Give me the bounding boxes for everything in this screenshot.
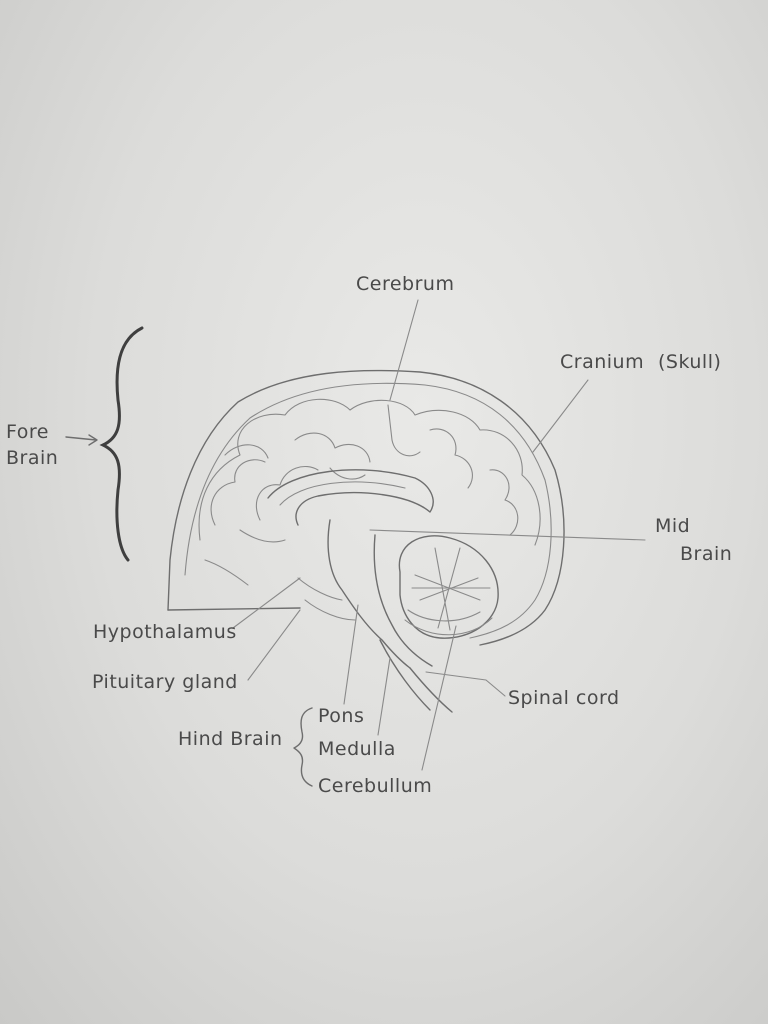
spinal-cord xyxy=(379,639,453,713)
label-cranium: Cranium xyxy=(560,351,644,373)
label-fore: Fore xyxy=(6,421,49,443)
corpus-callosum xyxy=(267,469,434,526)
label-mid: Mid xyxy=(655,515,690,537)
fore-brain-brace xyxy=(99,326,144,562)
label-cerebrum: Cerebrum xyxy=(356,273,454,295)
label-skull: (Skull) xyxy=(658,351,721,373)
cerebullum-leader xyxy=(421,625,457,771)
label-medulla: Medulla xyxy=(318,738,396,760)
hind-brain-brace xyxy=(293,707,313,787)
mid-brain-leader xyxy=(369,529,646,541)
cranium-outline xyxy=(167,369,565,646)
pons-leader xyxy=(343,604,359,705)
label-pons: Pons xyxy=(318,705,364,727)
medulla-leader xyxy=(377,657,391,736)
label-cerebullum: Cerebullum xyxy=(318,775,432,797)
leader-lines xyxy=(232,299,646,771)
spinal-cord-leader xyxy=(425,671,506,697)
label-hind-brain: Hind Brain xyxy=(178,728,283,750)
pituitary-leader xyxy=(247,609,301,681)
hypothalamus-leader xyxy=(232,577,301,629)
label-spinal-cord: Spinal cord xyxy=(508,687,620,709)
cerebellum xyxy=(398,535,499,639)
label-hypothalamus: Hypothalamus xyxy=(93,621,237,643)
label-mid-brain: Brain xyxy=(680,543,732,565)
fore-brain-arrow xyxy=(65,434,98,446)
cerebrum-gyri xyxy=(198,398,541,586)
cranium-leader xyxy=(532,379,589,453)
label-pituitary-gland: Pituitary gland xyxy=(92,671,238,693)
cerebrum-leader xyxy=(389,299,419,401)
label-fore-brain: Brain xyxy=(6,447,58,469)
